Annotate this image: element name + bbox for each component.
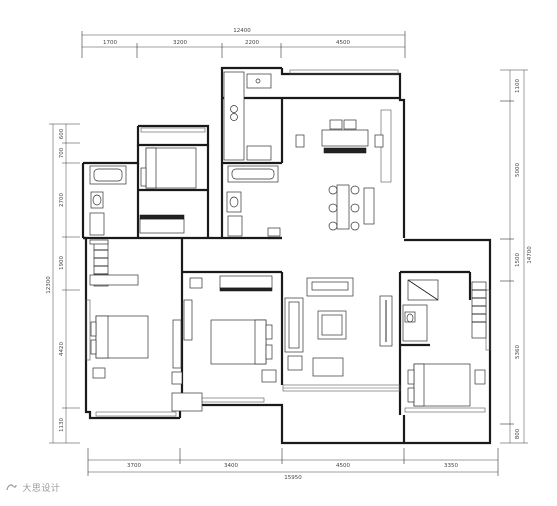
left-dimension-2: 700 <box>59 147 65 158</box>
bottom-dimension-1: 3700 <box>127 463 141 469</box>
top-dimension-4: 4500 <box>336 40 350 46</box>
right-dimension-1: 1100 <box>515 79 521 93</box>
dining-area <box>295 119 384 231</box>
living-room <box>284 277 393 377</box>
left-bedroom <box>89 241 183 385</box>
stove-burner <box>230 105 238 113</box>
sideboard <box>321 129 369 147</box>
left-dimension-3: 2700 <box>59 193 65 207</box>
bar-stool <box>329 119 343 130</box>
armchair <box>312 357 344 377</box>
middle-bedroom <box>183 275 277 383</box>
bottom-dimension-4: 3350 <box>444 463 458 469</box>
watermark: 大思设计 <box>6 481 60 494</box>
entry-area <box>89 227 281 412</box>
right-dimensions: 1100 5000 1500 5360 800 14700 <box>500 69 533 444</box>
stove-burner <box>230 113 238 121</box>
dining-chair <box>350 185 360 195</box>
right-dimension-3: 1500 <box>515 253 521 267</box>
right-bedroom <box>407 281 487 407</box>
desk <box>172 319 182 369</box>
dining-table <box>336 184 350 230</box>
dining-chair <box>350 221 360 231</box>
bottom-dimension-3: 4500 <box>336 463 350 469</box>
right-dimension-2: 5000 <box>515 163 521 177</box>
bathroom-right <box>402 279 439 342</box>
top-dimensions: 12400 1700 3200 2200 4500 <box>81 28 406 58</box>
top-dimension-3: 2200 <box>245 40 259 46</box>
side-cabinet <box>363 187 375 225</box>
dining-chair <box>328 203 338 213</box>
left-dimension-5: 4420 <box>59 342 65 356</box>
watermark-text: 大思设计 <box>22 484 61 494</box>
logo-icon <box>6 484 17 491</box>
console-dark <box>323 147 367 154</box>
kitchen <box>223 71 272 161</box>
wardrobe <box>471 281 487 339</box>
bottom-total-dimension: 15950 <box>284 475 302 481</box>
bottom-dimension-2: 3400 <box>224 463 238 469</box>
wardrobe <box>139 218 185 234</box>
bottom-dimensions: 3700 3400 4500 3350 15950 <box>87 448 499 481</box>
top-total-dimension: 12400 <box>233 28 251 34</box>
right-total-dimension: 14700 <box>527 246 533 264</box>
left-dimension-4: 1900 <box>59 256 65 270</box>
fridge <box>246 145 272 161</box>
vanity <box>89 212 105 236</box>
left-dimension-6: 1130 <box>59 418 65 432</box>
right-dimension-4: 5360 <box>515 345 521 359</box>
interior-walls <box>83 96 472 415</box>
bar-stool <box>343 119 357 130</box>
left-dimension-1: 600 <box>59 128 65 139</box>
vanity <box>227 215 243 237</box>
dining-chair <box>350 203 360 213</box>
right-dimension-5: 800 <box>515 428 521 439</box>
side-table <box>287 355 303 371</box>
top-dimension-1: 1700 <box>103 40 117 46</box>
top-bedroom <box>139 147 197 234</box>
bathroom-left <box>89 165 127 236</box>
entry-cabinet <box>171 392 203 412</box>
vanity <box>402 304 428 342</box>
dining-chair <box>328 221 338 231</box>
wardrobe <box>219 275 273 289</box>
top-dimension-2: 3200 <box>173 40 187 46</box>
left-total-dimension: 12300 <box>46 276 52 294</box>
bathroom-center <box>226 165 279 237</box>
dining-chair <box>328 185 338 195</box>
left-dimensions: 12300 600 700 2700 1900 4420 1130 <box>46 123 80 444</box>
